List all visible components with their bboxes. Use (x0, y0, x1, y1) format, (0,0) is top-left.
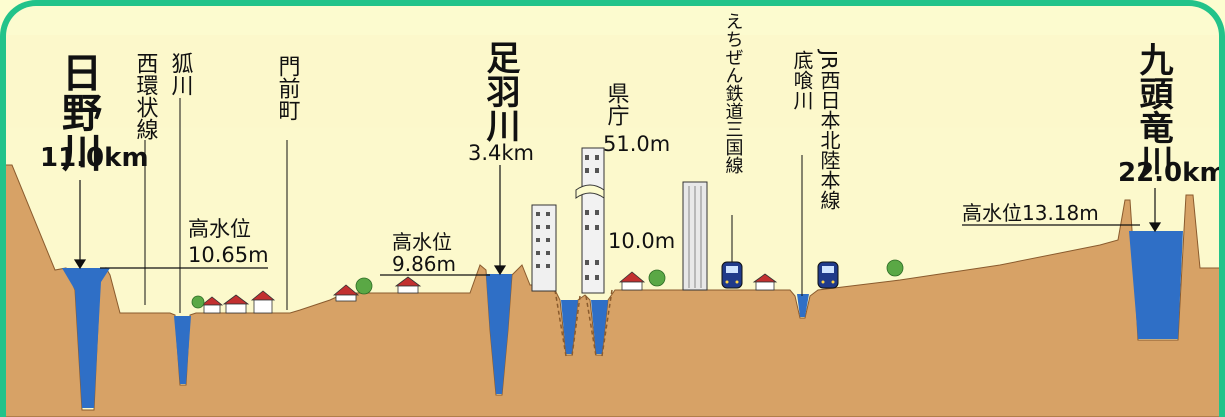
kitsune-river-water (174, 316, 191, 384)
kuzuryu-distance-label: 22.0km (1118, 158, 1225, 188)
asuwa-distance-label: 3.4km (468, 141, 534, 165)
house (250, 290, 276, 314)
house (222, 294, 250, 314)
jr-train (817, 261, 839, 289)
water-areas (62, 231, 1183, 408)
trees (191, 259, 904, 309)
houses (200, 271, 778, 314)
level-markers (73, 165, 1162, 276)
high-water-left-value: 10.65m (188, 243, 269, 267)
house (752, 273, 778, 291)
prefectural-office-label: 県庁 (604, 82, 630, 126)
hino-river-label: 日野川 (55, 52, 102, 172)
canal-water-left (561, 300, 578, 354)
kuzuryu-marker-arrow (1148, 222, 1162, 233)
asuwa-river-water (486, 274, 512, 394)
office-building-left (531, 204, 557, 292)
echizen-train (721, 261, 743, 289)
hino-distance-label: 11.0km (40, 143, 149, 173)
high-water-mid-value: 9.86m (392, 252, 456, 276)
leader-lines (144, 98, 803, 313)
tree (355, 277, 373, 295)
asuwa-river-label: 足羽川 (480, 40, 520, 142)
high-water-right-label: 高水位13.18m (962, 201, 1099, 225)
high-water-mid-label: 高水位 (392, 230, 452, 254)
sokubami-river-label: 底喰川 (790, 50, 814, 110)
tree (886, 259, 904, 277)
asuwa-marker-arrow (493, 265, 507, 276)
kuzuryu-river-label: 九頭竜川 (1133, 42, 1173, 178)
house (618, 271, 646, 291)
sokubami-river-water (797, 294, 809, 317)
house (332, 284, 360, 302)
prefectural-office-building (575, 147, 605, 294)
office-base-level: 10.0m (608, 229, 675, 253)
kuzuryu-river-water (1129, 231, 1183, 339)
jr-line-label: JR西日本北陸本線 (817, 48, 841, 210)
echizen-railway-label: えちぜん鉄道三国線 (723, 12, 744, 174)
hino-river-water (62, 268, 110, 408)
nishi-kanjo-line-label: 西環状線 (133, 52, 159, 140)
kitsune-river-label: 狐川 (168, 52, 194, 96)
monzen-town-label: 門前町 (275, 55, 300, 121)
house (394, 276, 422, 294)
prefectural-office-height: 51.0m (603, 132, 670, 156)
high-water-left-label: 高水位 (188, 217, 251, 241)
tall-building-right (682, 181, 708, 291)
canal-walls (554, 289, 613, 357)
tree (648, 269, 666, 287)
hino-marker-arrow (73, 259, 87, 270)
house (200, 296, 224, 314)
canal-water-right (591, 300, 608, 354)
tree (191, 295, 205, 309)
